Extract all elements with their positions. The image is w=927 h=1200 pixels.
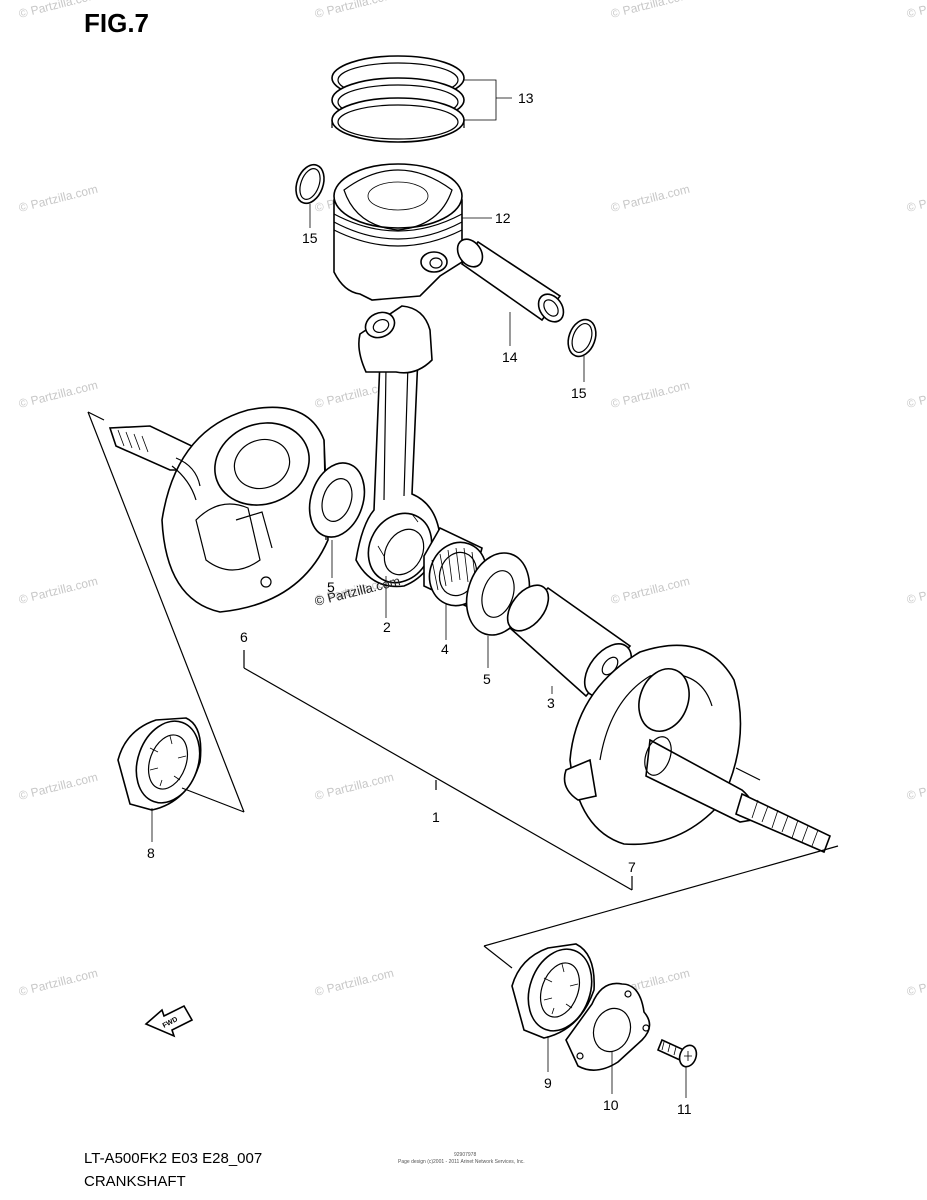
piston-part[interactable] bbox=[333, 163, 463, 301]
callout-12: 12 bbox=[495, 210, 511, 226]
watermark-text: © Partzilla.com bbox=[17, 182, 99, 215]
watermark-text: © Partzilla.com bbox=[17, 966, 99, 999]
right-crank-web-part[interactable] bbox=[563, 644, 832, 854]
callout-14: 14 bbox=[502, 349, 518, 365]
piston-rings-part[interactable] bbox=[331, 55, 465, 143]
callout-3: 3 bbox=[547, 695, 555, 711]
model-code: LT-A500FK2 E03 E28_007 bbox=[84, 1150, 263, 1167]
watermark-text: © Partzilla.com bbox=[609, 378, 691, 411]
callout-9: 9 bbox=[544, 1075, 552, 1091]
watermark-text: © Partzilla.com bbox=[905, 966, 927, 999]
callout-15-lower: 15 bbox=[571, 385, 587, 401]
callout-8: 8 bbox=[147, 845, 155, 861]
footer-code: 92907978 bbox=[454, 1152, 476, 1158]
callout-6: 6 bbox=[240, 629, 248, 645]
left-main-bearing-part[interactable] bbox=[117, 712, 211, 811]
watermark-text: © Partzilla.com bbox=[17, 0, 99, 21]
crank-pin-part[interactable] bbox=[499, 578, 640, 705]
callout-15-upper: 15 bbox=[302, 230, 318, 246]
watermark-text: © Partzilla.com bbox=[17, 574, 99, 607]
bearing-retainer-part[interactable] bbox=[565, 982, 651, 1071]
watermark-text: © Partzilla.com bbox=[905, 182, 927, 215]
callout-10: 10 bbox=[603, 1097, 619, 1113]
watermark-text: © Partzilla.com bbox=[313, 0, 395, 21]
circlip-part-upper[interactable] bbox=[291, 161, 329, 207]
watermark-text: © Partzilla.com bbox=[609, 182, 691, 215]
watermark-text: © Partzilla.com bbox=[905, 0, 927, 21]
callout-5-left: 5 bbox=[327, 579, 335, 595]
watermark-text: © Partzilla.com bbox=[17, 378, 99, 411]
screw-part[interactable] bbox=[656, 1038, 699, 1069]
watermark-text: © Partzilla.com bbox=[17, 770, 99, 803]
circlip-part-lower[interactable] bbox=[563, 316, 600, 361]
watermark-text: © Partzilla.com bbox=[313, 770, 395, 803]
left-crank-web-part[interactable] bbox=[108, 406, 329, 613]
watermark-text: © Partzilla.com bbox=[905, 378, 927, 411]
callout-2: 2 bbox=[383, 619, 391, 635]
footer-credit: Page design (c)2001 - 2011 Arinet Networ… bbox=[398, 1159, 525, 1165]
connecting-rod-part[interactable] bbox=[355, 305, 444, 594]
assembly-bracket-lines bbox=[87, 79, 839, 1098]
right-main-bearing-part[interactable] bbox=[511, 940, 603, 1039]
callout-7: 7 bbox=[628, 859, 636, 875]
watermark-text: © Partzilla.com bbox=[609, 0, 691, 21]
callout-13: 13 bbox=[518, 90, 534, 106]
callout-numbers: 13 12 15 14 15 5 2 4 5 3 6 1 7 8 9 10 11 bbox=[147, 90, 692, 1117]
callout-5-right: 5 bbox=[483, 671, 491, 687]
callout-1: 1 bbox=[432, 809, 440, 825]
callout-11: 11 bbox=[677, 1101, 692, 1117]
section-name: CRANKSHAFT bbox=[84, 1173, 186, 1190]
thrust-washer-part-left[interactable] bbox=[301, 456, 374, 544]
watermark-text: © Partzilla.com bbox=[609, 574, 691, 607]
watermark-text: © Partzilla.com bbox=[313, 966, 395, 999]
watermark-text: © Partzilla.com bbox=[905, 574, 927, 607]
forward-direction-arrow: FWD bbox=[144, 1004, 194, 1038]
watermark-text: © Partzilla.com bbox=[905, 770, 927, 803]
figure-title: FIG.7 bbox=[84, 8, 150, 38]
callout-4: 4 bbox=[441, 641, 449, 657]
piston-pin-part[interactable] bbox=[452, 234, 568, 326]
